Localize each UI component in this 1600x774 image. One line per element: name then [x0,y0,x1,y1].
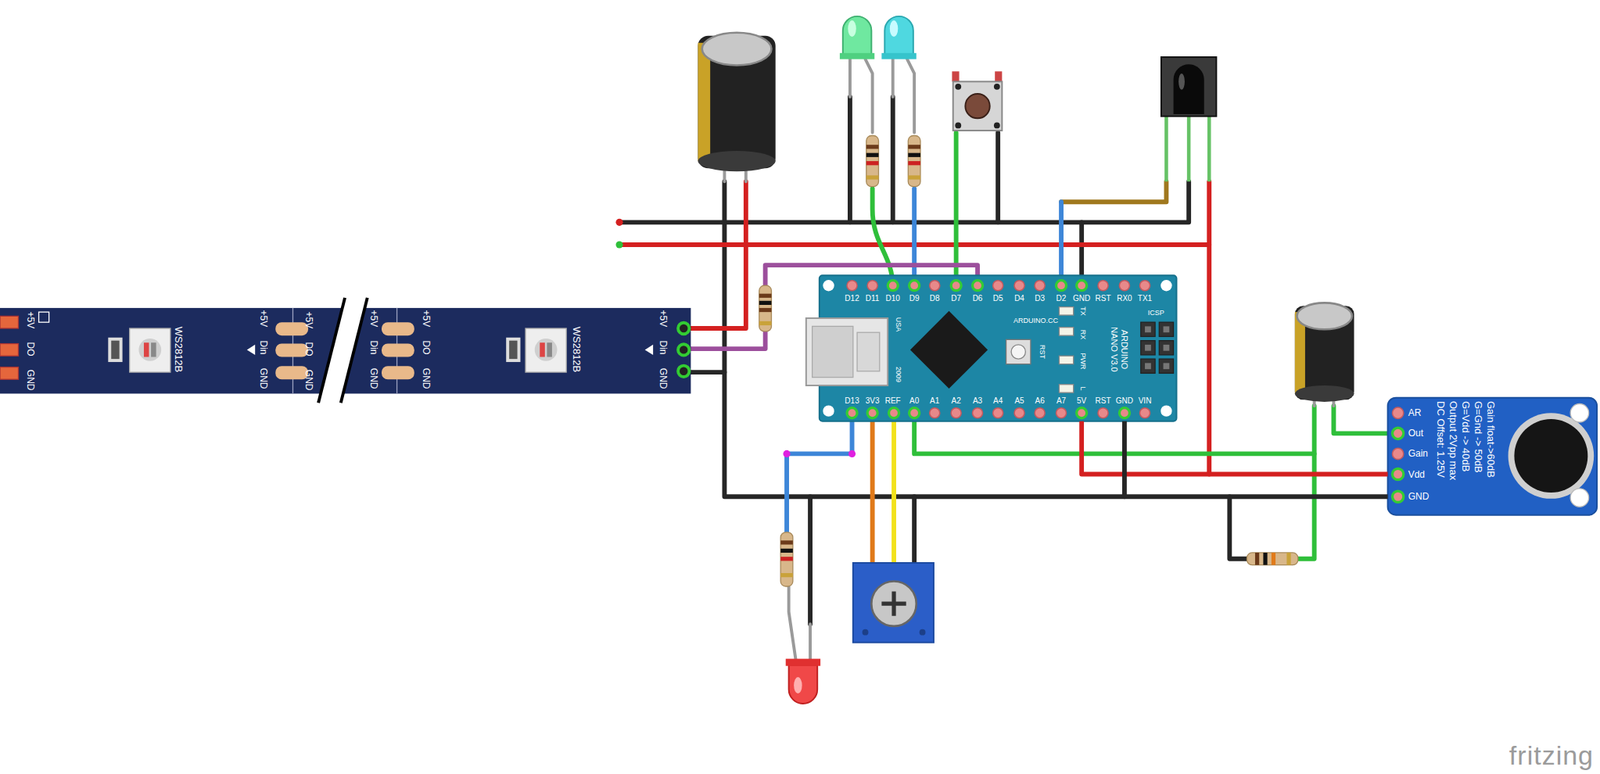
board-text: USA [893,317,903,333]
pin-label: A5 [1014,396,1024,406]
board-text: ARDUINO NANO V3.0 [1108,325,1130,374]
pin-label: A3 [972,396,983,406]
spec-text-block: Gain float->60dBG=Gnd -> 50dBG=Vdd -> 40… [1434,401,1497,511]
pin-label: A0 [909,396,919,406]
pin-label: RX0 [1116,294,1132,304]
pin-label: A2 [951,396,962,406]
pin-label: 3V3 [865,396,880,406]
pin-label: A4 [993,396,1003,406]
pin-label: GND [1072,294,1091,304]
board-text: +5V DO GND [303,311,315,391]
wire-connector [1081,421,1388,475]
pin-label: AR [1408,407,1422,419]
wire-connector [1124,421,1389,498]
pin-label: D6 [972,294,983,304]
pin-label: Vdd [1408,469,1425,481]
pin-label: VIN [1138,396,1152,406]
led-green [839,16,875,60]
pin-label: 5V [1076,396,1087,406]
electrolytic-capacitor [1295,302,1355,402]
push-button [951,71,1002,131]
pin-label: A7 [1056,396,1066,406]
component-leads [724,59,1334,662]
pin-label: Out [1408,427,1424,439]
led-red [785,659,821,704]
board-text: ARDUINO.CC [1013,315,1059,325]
pin-label: D10 [886,294,901,304]
led-cyan [881,16,916,60]
pin-label: GND [1115,396,1134,406]
resistor-symbol [866,135,879,187]
board-text: +5V Din GND [258,310,270,390]
board-text: 2009 [893,366,903,383]
spec-text: Output 2Vpp max [1446,401,1460,511]
pin-label: D11 [865,294,880,304]
pin-label: D5 [993,294,1004,304]
ir-receiver-leads [1165,114,1209,182]
pin-label: D2 [1056,294,1067,304]
board-text: +5V DO GND [420,310,432,390]
spec-text: Gain float->60dB [1484,401,1497,511]
pin-label: A6 [1035,396,1045,406]
pin-label: D13 [844,396,859,406]
resistor-symbol [1247,552,1299,566]
led-strip-art [0,297,691,403]
resistor-symbol [759,285,772,332]
microphone-module: AR OutGainVddGND Gain float->60dBG=Gnd -> … [1388,398,1597,516]
electrolytic-capacitor [698,32,776,172]
pin-label: D4 [1014,294,1025,304]
board-text: +5V DO GND [25,311,36,391]
pin-label: REF [885,396,901,406]
board-text: RST [1037,344,1047,359]
pin-label: D8 [929,294,940,304]
resistor-symbol [907,135,921,187]
arduino-nano-board: D12D11D10D9D8D7D6D5D4D3D2GNDRSTRX0TX1D13… [819,275,1177,422]
board-text: ICSP [1147,308,1165,318]
potentiometer [853,563,934,643]
wires [619,96,1390,625]
pin-label: TX1 [1137,294,1152,304]
board-text: WS2812B [172,326,185,374]
spec-text: DC Offset: 1.25V [1434,401,1447,511]
board-text: +5V Din GND [657,310,669,390]
spec-text: G=Vdd -> 40dB [1459,401,1472,511]
pin-label: D9 [909,294,920,304]
watermark: fritzing [1509,740,1594,772]
resistor-symbol [780,532,793,587]
board-text: WS2812B [570,326,583,374]
pin-label: RST [1095,294,1112,304]
board-text: RX [1078,330,1087,341]
pin-label: RST [1095,396,1112,406]
pin-label: GND [1408,491,1430,503]
pin-label: Gain [1408,448,1428,460]
pin-label: D12 [844,294,859,304]
spec-text: G=Gnd -> 50dB [1471,401,1485,511]
board-text: PWR [1078,352,1087,370]
arduino-nano-art [806,275,1177,422]
pin-label: A1 [929,396,940,406]
ir-receiver [1161,57,1217,117]
microphone-module-art [1388,398,1597,516]
board-text: TX [1078,306,1087,316]
board-text: L [1078,386,1087,391]
pin-label: D3 [1034,294,1045,304]
led-strip: +5V DO GND WS2812B +5V Din GND +5V DO GND +5… [0,308,691,395]
pin-label: D7 [950,294,962,304]
board-text: +5V Din GND [368,310,380,390]
